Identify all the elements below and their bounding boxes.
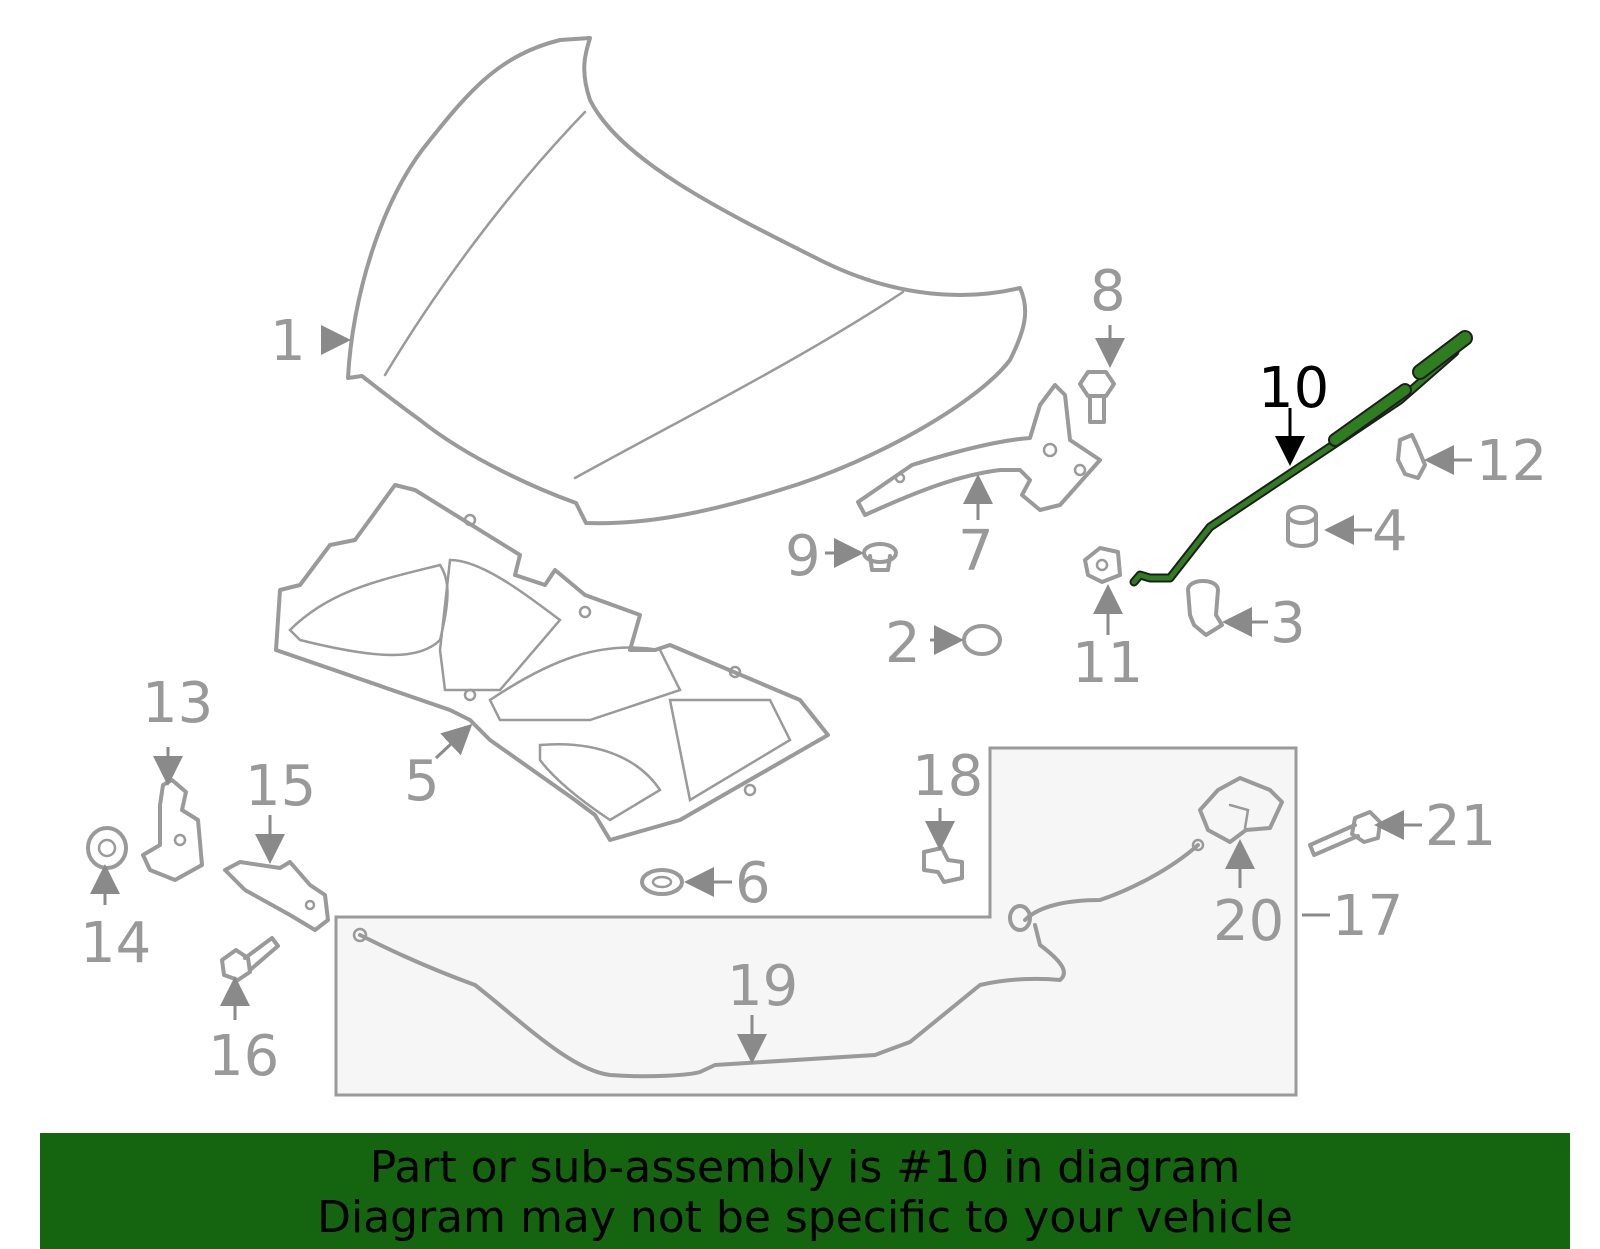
callout-15: 15 (245, 754, 316, 819)
callout-17: 17 (1332, 884, 1403, 949)
callout-5: 5 (404, 749, 440, 814)
callout-7: 7 (958, 519, 994, 584)
callout-1: 1 (270, 309, 306, 374)
plug[interactable] (962, 624, 1002, 656)
reinforcement-bracket[interactable] (223, 860, 330, 932)
callout-13: 13 (142, 671, 213, 736)
retainer-clip[interactable] (1186, 579, 1224, 637)
hood-prop-rod[interactable] (1129, 330, 1473, 587)
hinge-nut[interactable] (862, 542, 898, 572)
latch-bolt[interactable] (1308, 810, 1382, 857)
callout-9: 9 (785, 524, 821, 589)
callout-11: 11 (1072, 631, 1143, 696)
leader-arrows (90, 325, 1472, 1064)
bracket-nut[interactable] (86, 826, 128, 870)
callout-8: 8 (1090, 259, 1126, 324)
callout-16: 16 (208, 1024, 279, 1089)
callout-10: 10 (1258, 356, 1329, 421)
callout-3: 3 (1270, 591, 1306, 656)
hinge-bolt[interactable] (1078, 370, 1116, 424)
hood-latch[interactable] (1198, 776, 1284, 844)
callout-4: 4 (1372, 499, 1408, 564)
info-banner: Part or sub-assembly is #10 in diagram D… (40, 1133, 1570, 1249)
release-cable[interactable] (352, 838, 1205, 1079)
hood-hinge[interactable] (856, 383, 1102, 517)
grommet[interactable] (640, 868, 684, 896)
hood-insulator[interactable] (274, 483, 830, 842)
rod-clip[interactable] (1396, 433, 1427, 480)
callout-6: 6 (735, 851, 771, 916)
cable-clip[interactable] (922, 846, 964, 884)
latch-bracket[interactable] (141, 778, 204, 882)
bracket-bolt[interactable] (220, 936, 280, 982)
callout-19: 19 (727, 954, 798, 1019)
callout-20: 20 (1213, 889, 1284, 954)
release-cable-group-box (334, 746, 1298, 1097)
support-rod-bracket[interactable] (1083, 546, 1122, 584)
callout-12: 12 (1476, 429, 1547, 494)
callout-2: 2 (885, 611, 921, 676)
callout-21: 21 (1425, 794, 1496, 859)
banner-line-2: Diagram may not be specific to your vehi… (317, 1192, 1293, 1243)
callout-18: 18 (912, 744, 983, 809)
hood-panel[interactable] (346, 36, 1028, 526)
hood-bumper[interactable] (1286, 505, 1318, 548)
banner-line-1: Part or sub-assembly is #10 in diagram (369, 1142, 1241, 1193)
callout-14: 14 (80, 911, 151, 976)
